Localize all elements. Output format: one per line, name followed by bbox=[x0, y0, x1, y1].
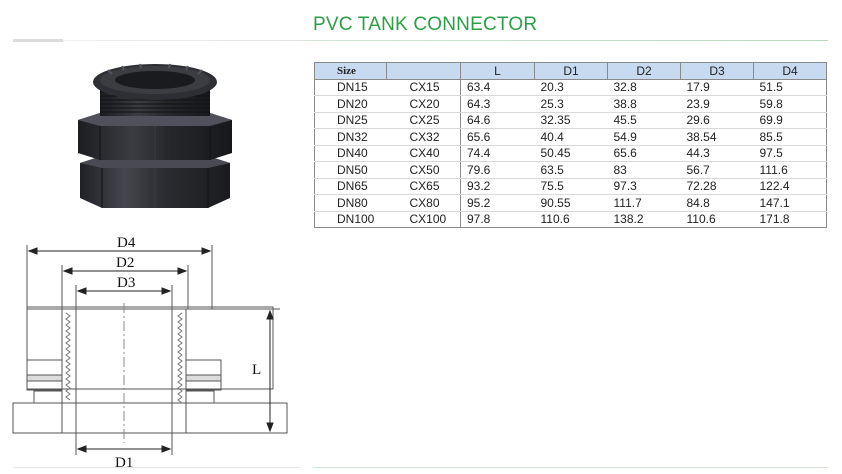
table-cell: 50.45 bbox=[534, 144, 608, 162]
table-cell: DN40 bbox=[314, 144, 387, 162]
table-cell: 25.3 bbox=[534, 95, 608, 113]
table-header-row: Size L D1 D2 D3 D4 bbox=[314, 62, 827, 80]
header-d2: D2 bbox=[607, 62, 681, 80]
table-cell: 56.7 bbox=[680, 161, 754, 179]
table-cell: 20.3 bbox=[534, 78, 608, 96]
table-cell: 110.6 bbox=[534, 210, 608, 228]
table-cell: 32.35 bbox=[534, 111, 608, 129]
table-cell: 38.8 bbox=[607, 95, 681, 113]
table-cell: 147.1 bbox=[753, 194, 827, 212]
table-cell: DN80 bbox=[314, 194, 387, 212]
table-cell: CX25 bbox=[386, 111, 461, 129]
table-cell: 90.55 bbox=[534, 194, 608, 212]
table-cell: DN50 bbox=[314, 161, 387, 179]
header-d1: D1 bbox=[534, 62, 608, 80]
table-cell: 72.28 bbox=[680, 177, 754, 195]
d2-label: D2 bbox=[116, 255, 134, 271]
table-cell: 44.3 bbox=[680, 144, 754, 162]
header-size: Size bbox=[314, 62, 387, 80]
table-cell: 93.2 bbox=[460, 177, 535, 195]
table-cell: CX15 bbox=[386, 78, 461, 96]
technical-drawing: D4 D2 D3 L D1 bbox=[12, 235, 288, 471]
table-cell: 45.5 bbox=[607, 111, 681, 129]
table-cell: 138.2 bbox=[607, 210, 681, 228]
table-cell: CX80 bbox=[386, 194, 461, 212]
table-cell: 111.7 bbox=[607, 194, 681, 212]
table-cell: 63.5 bbox=[534, 161, 608, 179]
table-cell: 97.5 bbox=[753, 144, 827, 162]
table-cell: 23.9 bbox=[680, 95, 754, 113]
product-photo bbox=[78, 63, 232, 208]
table-cell: 69.9 bbox=[753, 111, 827, 129]
table-cell: 38.54 bbox=[680, 128, 754, 146]
table-cell: CX100 bbox=[386, 210, 461, 228]
page-title: PVC TANK CONNECTOR bbox=[313, 14, 538, 35]
title-underline-accent bbox=[13, 39, 63, 42]
header-d4: D4 bbox=[753, 62, 827, 80]
table-cell: DN65 bbox=[314, 177, 387, 195]
table-cell: 85.5 bbox=[753, 128, 827, 146]
table-cell: 63.4 bbox=[460, 78, 535, 96]
table-cell: 64.6 bbox=[460, 111, 535, 129]
table-cell: DN100 bbox=[314, 210, 387, 228]
d3-label: D3 bbox=[117, 275, 135, 291]
d4-label: D4 bbox=[117, 235, 136, 251]
header-d3: D3 bbox=[680, 62, 754, 80]
table-cell: CX20 bbox=[386, 95, 461, 113]
table-cell: 83 bbox=[607, 161, 681, 179]
table-cell: 40.4 bbox=[534, 128, 608, 146]
table-cell: CX50 bbox=[386, 161, 461, 179]
title-underline bbox=[13, 40, 828, 41]
table-cell: 111.6 bbox=[753, 161, 827, 179]
table-cell: 51.5 bbox=[753, 78, 827, 96]
table-cell: 97.8 bbox=[460, 210, 535, 228]
table-cell: 84.8 bbox=[680, 194, 754, 212]
table-cell: 74.4 bbox=[460, 144, 535, 162]
table-cell: DN20 bbox=[314, 95, 387, 113]
table-cell: 29.6 bbox=[680, 111, 754, 129]
table-cell: 110.6 bbox=[680, 210, 754, 228]
table-cell: 32.8 bbox=[607, 78, 681, 96]
table-cell: 59.8 bbox=[753, 95, 827, 113]
header-code bbox=[386, 62, 461, 80]
table-cell: 97.3 bbox=[607, 177, 681, 195]
bottom-divider bbox=[313, 467, 828, 468]
table-cell: 79.6 bbox=[460, 161, 535, 179]
bottom-divider-left bbox=[13, 467, 301, 468]
table-cell: CX65 bbox=[386, 177, 461, 195]
table-cell: 54.9 bbox=[607, 128, 681, 146]
table-cell: 65.6 bbox=[607, 144, 681, 162]
table-cell: 171.8 bbox=[753, 210, 827, 228]
table-cell: DN15 bbox=[314, 78, 387, 96]
d1-label: D1 bbox=[115, 455, 133, 471]
header-l: L bbox=[460, 62, 535, 80]
table-cell: 17.9 bbox=[680, 78, 754, 96]
table-cell: 75.5 bbox=[534, 177, 608, 195]
table-cell: 122.4 bbox=[753, 177, 827, 195]
table-cell: CX32 bbox=[386, 128, 461, 146]
table-cell: DN32 bbox=[314, 128, 387, 146]
l-label: L bbox=[252, 362, 261, 378]
table-cell: DN25 bbox=[314, 111, 387, 129]
table-cell: CX40 bbox=[386, 144, 461, 162]
table-cell: 64.3 bbox=[460, 95, 535, 113]
table-cell: 95.2 bbox=[460, 194, 535, 212]
table-cell: 65.6 bbox=[460, 128, 535, 146]
